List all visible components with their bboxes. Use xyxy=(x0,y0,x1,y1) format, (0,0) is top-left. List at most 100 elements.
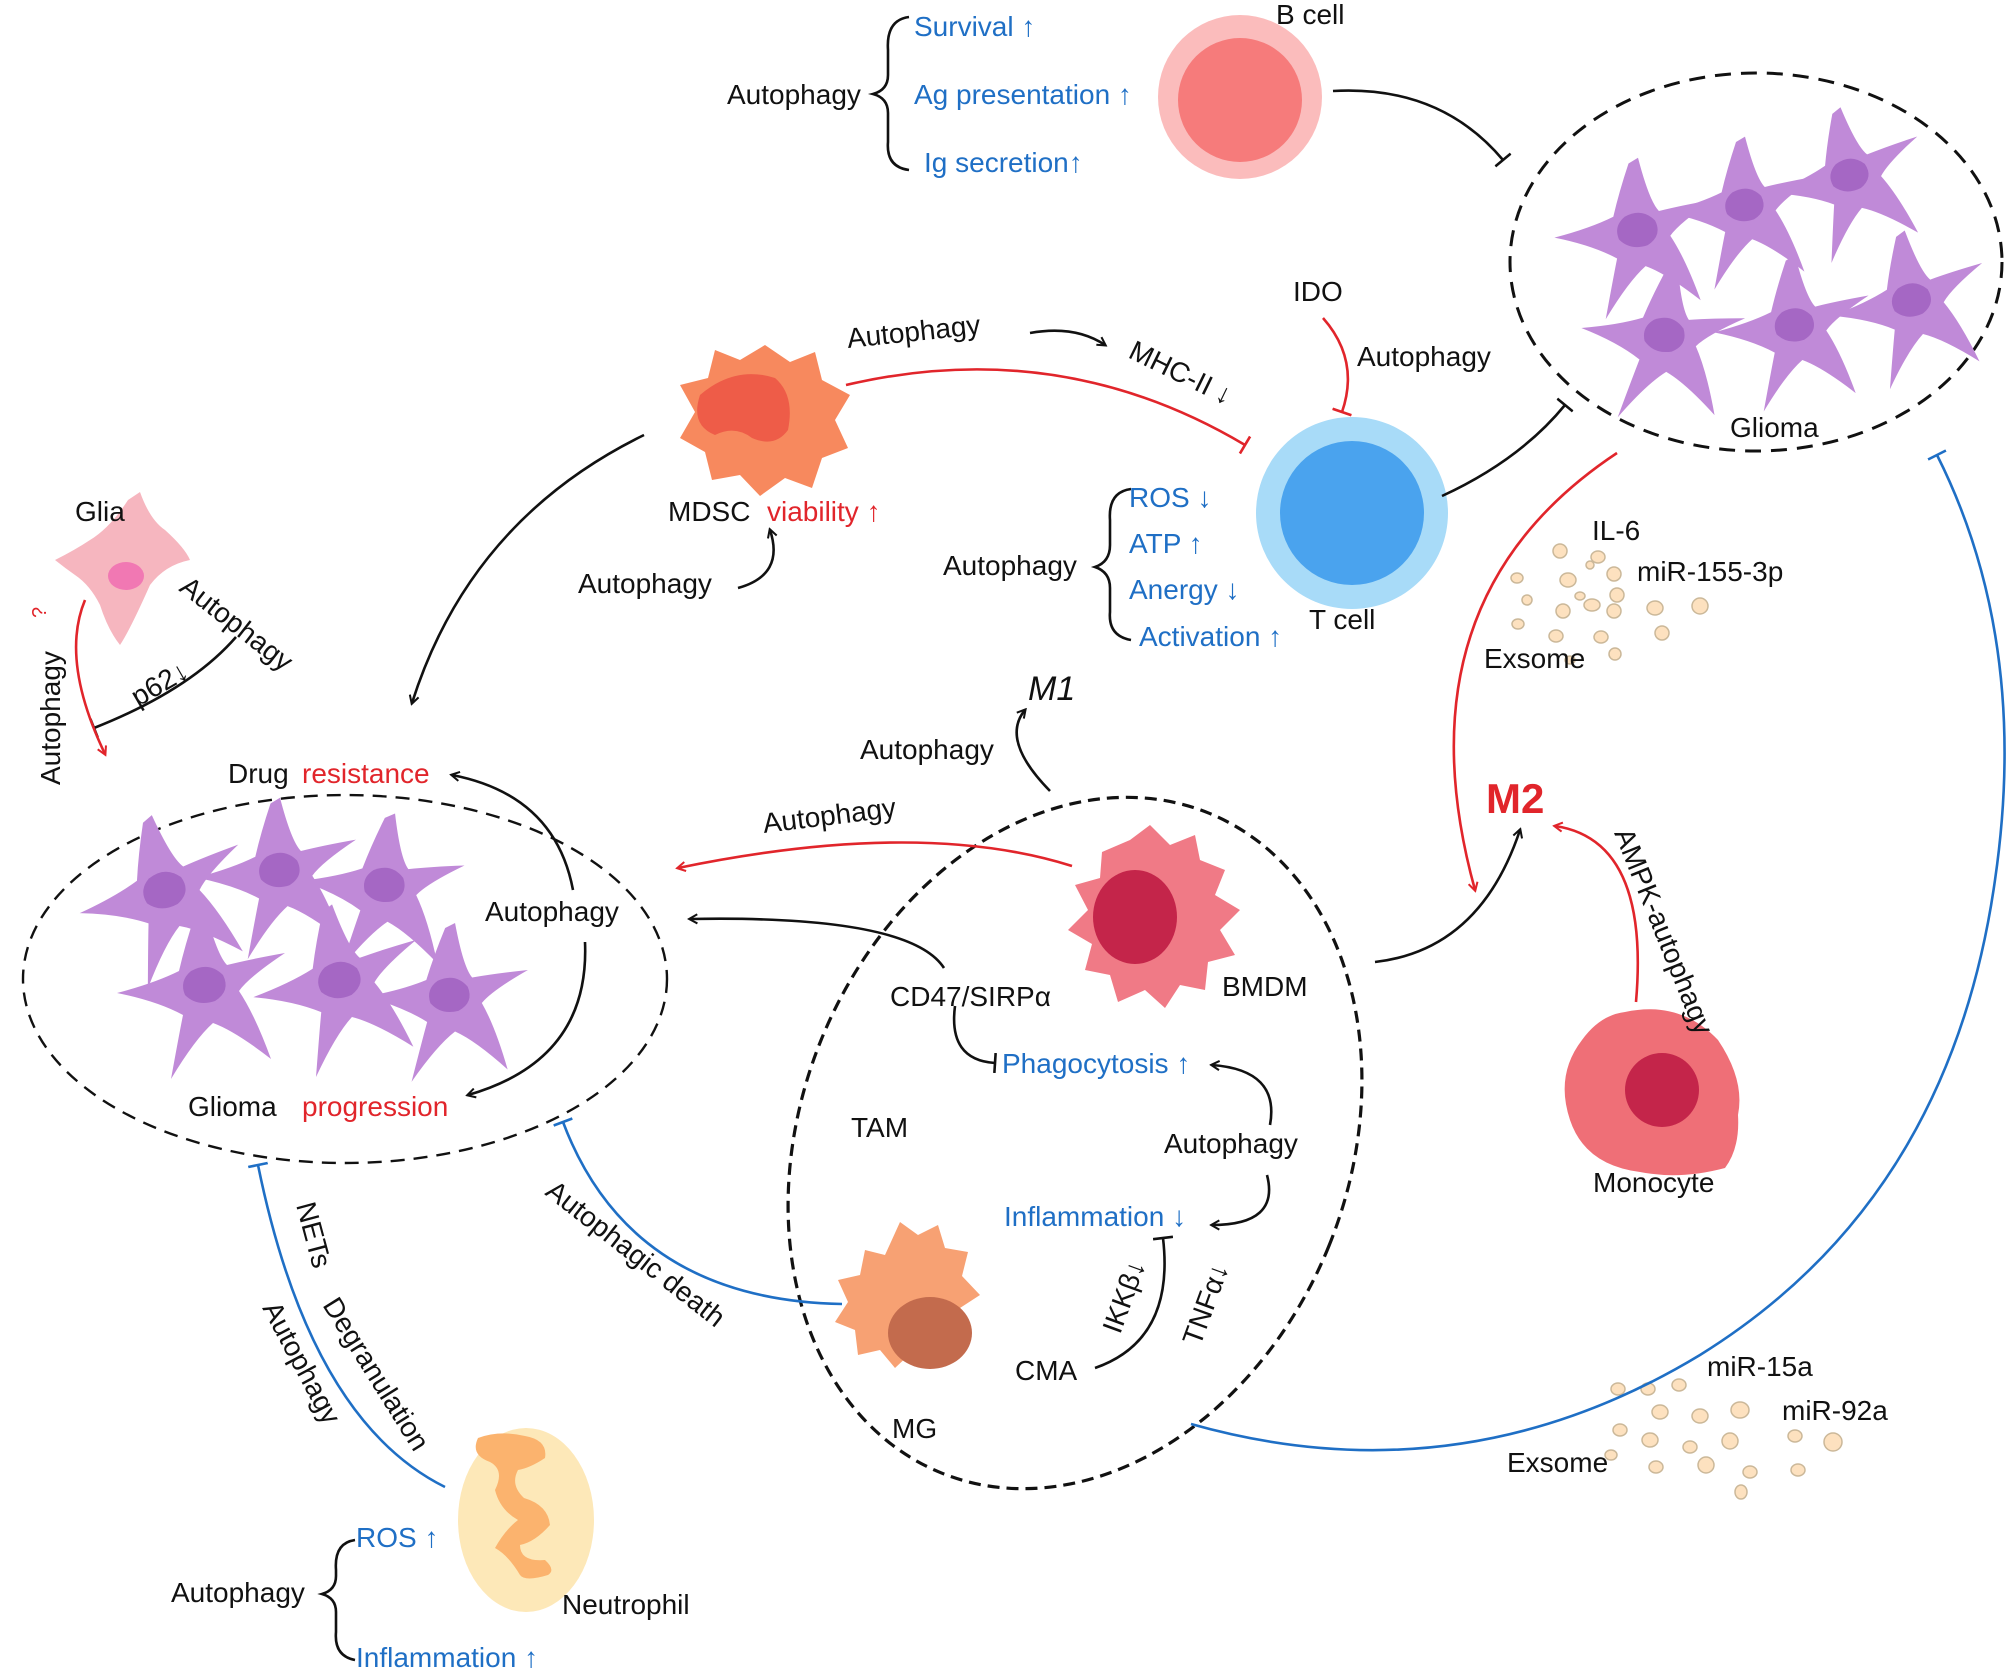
tam-label: TAM xyxy=(851,1112,908,1143)
t-cell-inhibits-glioma xyxy=(1441,397,1574,498)
mdsc-inhibits-t-cell xyxy=(845,368,1252,455)
b-cell-effects-bracket xyxy=(867,15,910,172)
tnfa-label: TNFα↓ xyxy=(1177,1259,1235,1349)
cd47-sirpa-to-glioma xyxy=(690,919,946,969)
glioma-main-label: Glioma xyxy=(188,1091,277,1122)
exosome-top-label: Exsome xyxy=(1484,643,1585,674)
tam-autophagy-label: Autophagy xyxy=(1164,1128,1298,1159)
ido-autophagy-label: Autophagy xyxy=(1357,341,1491,372)
mdsc-autophagy-bottom-label: Autophagy xyxy=(578,568,712,599)
degranulation-label: Degranulation xyxy=(317,1292,436,1456)
ikkb-label: IKKβ↓ xyxy=(1097,1256,1152,1337)
t-cell-effect-activation: Activation ↑ xyxy=(1139,621,1282,652)
inflammation-down-label: Inflammation ↓ xyxy=(1004,1201,1186,1232)
mdsc-cell-icon xyxy=(680,345,850,496)
m1-autophagy-label: Autophagy xyxy=(860,734,994,765)
b-cell-icon xyxy=(1158,15,1322,179)
t-cell-effect-anergy: Anergy ↓ xyxy=(1129,574,1240,605)
tam-to-m2-arrow xyxy=(1374,830,1520,964)
bmdm-autophagy-label: Autophagy xyxy=(761,792,898,839)
monocyte-to-m2-arrow xyxy=(1555,826,1640,1003)
autophagy-to-mhc-ii-arrow xyxy=(1029,329,1105,345)
glia-p62-inhibits-glioma xyxy=(89,636,237,738)
mdsc-viability-label: viability ↑ xyxy=(767,496,881,527)
exosome-vesicles-bottom xyxy=(1604,1378,1843,1500)
mg-cell-icon xyxy=(835,1222,980,1369)
p62-label: p62↓ xyxy=(126,655,194,712)
glioma-exosome-to-m2 xyxy=(1452,451,1618,890)
resistance-label: resistance xyxy=(302,758,430,789)
b-cell-label: B cell xyxy=(1276,0,1344,30)
glia-autophagy-q-label: Autophagy xyxy=(35,651,66,785)
glioma-cluster-main-boundary xyxy=(21,793,669,1165)
il-6-label: IL-6 xyxy=(1592,515,1640,546)
cma-label: CMA xyxy=(1015,1355,1078,1386)
glioma-cells-top xyxy=(1554,97,1995,437)
cma-inhibits-inflammation xyxy=(1094,1235,1174,1370)
neutrophil-effects-bracket xyxy=(317,1538,356,1662)
exosome-bottom-label: Exsome xyxy=(1507,1447,1608,1478)
neutrophil-cell-icon xyxy=(458,1428,594,1612)
monocyte-cell-icon xyxy=(1564,1009,1740,1176)
autophagy-to-mdsc-viability xyxy=(737,530,774,590)
b-cell-effect-survival: Survival ↑ xyxy=(914,11,1035,42)
t-cell-autophagy-label: Autophagy xyxy=(943,550,1077,581)
phagocytosis-label: Phagocytosis ↑ xyxy=(1002,1048,1190,1079)
tam-to-m1-arrow xyxy=(1015,710,1051,792)
b-cell-effect-ag-presentation: Ag presentation ↑ xyxy=(914,79,1132,110)
mdsc-to-glioma-arrow xyxy=(412,433,645,703)
cd47-inhibits-phagocytosis xyxy=(952,1005,997,1074)
exosome-inhibits-glioma-top xyxy=(1190,449,2006,1452)
mir-155-3p-label: miR-155-3p xyxy=(1637,556,1783,587)
b-cell-autophagy-label: Autophagy xyxy=(727,79,861,110)
autophagy-to-phagocytosis xyxy=(1212,1065,1273,1126)
bmdm-cell-icon xyxy=(1068,825,1240,1008)
mir-15a-label: miR-15a xyxy=(1707,1351,1813,1382)
b-cell-effect-ig-secretion: Ig secretion↑ xyxy=(924,147,1083,178)
neutrophil-inhibits-glioma xyxy=(247,1161,446,1489)
glioma-top-label: Glioma xyxy=(1730,412,1819,443)
bmdm-autophagy-to-glioma xyxy=(678,841,1073,868)
exosome-vesicles-top xyxy=(1510,543,1709,665)
cd47-sirpa-label: CD47/SIRPα xyxy=(890,981,1051,1012)
t-cell-effect-atp: ATP ↑ xyxy=(1129,528,1203,559)
drug-label: Drug xyxy=(228,758,289,789)
glia-autophagy-to-glioma xyxy=(74,599,105,754)
nets-label: NETs xyxy=(290,1199,337,1272)
ampk-autophagy-label: AMPK-autophagy xyxy=(1608,824,1719,1039)
glia-cell-icon xyxy=(55,492,190,645)
glia-question-mark: ? xyxy=(29,607,51,618)
glia-autophagy-label: Autophagy xyxy=(174,570,299,677)
mdsc-label: MDSC xyxy=(668,496,750,527)
bmdm-label: BMDM xyxy=(1222,971,1308,1002)
mhc-ii-label: MHC-II ↓ xyxy=(1124,335,1237,411)
t-cell-effect-ros: ROS ↓ xyxy=(1129,482,1211,513)
ido-label: IDO xyxy=(1293,276,1343,307)
m1-label: M1 xyxy=(1028,670,1075,708)
ido-inhibits-t-cell xyxy=(1322,317,1352,417)
autophagy-to-progression xyxy=(468,941,587,1095)
mdsc-autophagy-top-label: Autophagy xyxy=(845,309,981,354)
monocyte-label: Monocyte xyxy=(1593,1167,1714,1198)
t-cell-effects-bracket xyxy=(1090,487,1132,642)
t-cell-label: T cell xyxy=(1309,604,1375,635)
neutrophil-effect-inflammation: Inflammation ↑ xyxy=(356,1642,538,1673)
progression-label: progression xyxy=(302,1091,448,1122)
glioma-main-autophagy-label: Autophagy xyxy=(485,896,619,927)
b-cell-inhibits-glioma xyxy=(1332,89,1512,168)
mg-autophagic-death-inhibits-glioma xyxy=(553,1117,843,1306)
glia-label: Glia xyxy=(75,496,125,527)
tam-region-boundary xyxy=(786,795,1364,1491)
t-cell-icon xyxy=(1256,417,1448,609)
neutrophil-effect-ros: ROS ↑ xyxy=(356,1522,438,1553)
neutrophil-label: Neutrophil xyxy=(562,1589,690,1620)
mir-92a-label: miR-92a xyxy=(1782,1395,1888,1426)
autophagy-to-inflammation xyxy=(1212,1174,1271,1225)
glioma-cluster-top-boundary xyxy=(1508,71,2004,453)
glioma-cells-main xyxy=(65,797,531,1090)
m2-label: M2 xyxy=(1486,775,1544,822)
mg-label: MG xyxy=(892,1413,937,1444)
neutrophil-autophagy-label: Autophagy xyxy=(171,1577,305,1608)
autophagic-death-label: Autophagic death xyxy=(540,1174,731,1333)
